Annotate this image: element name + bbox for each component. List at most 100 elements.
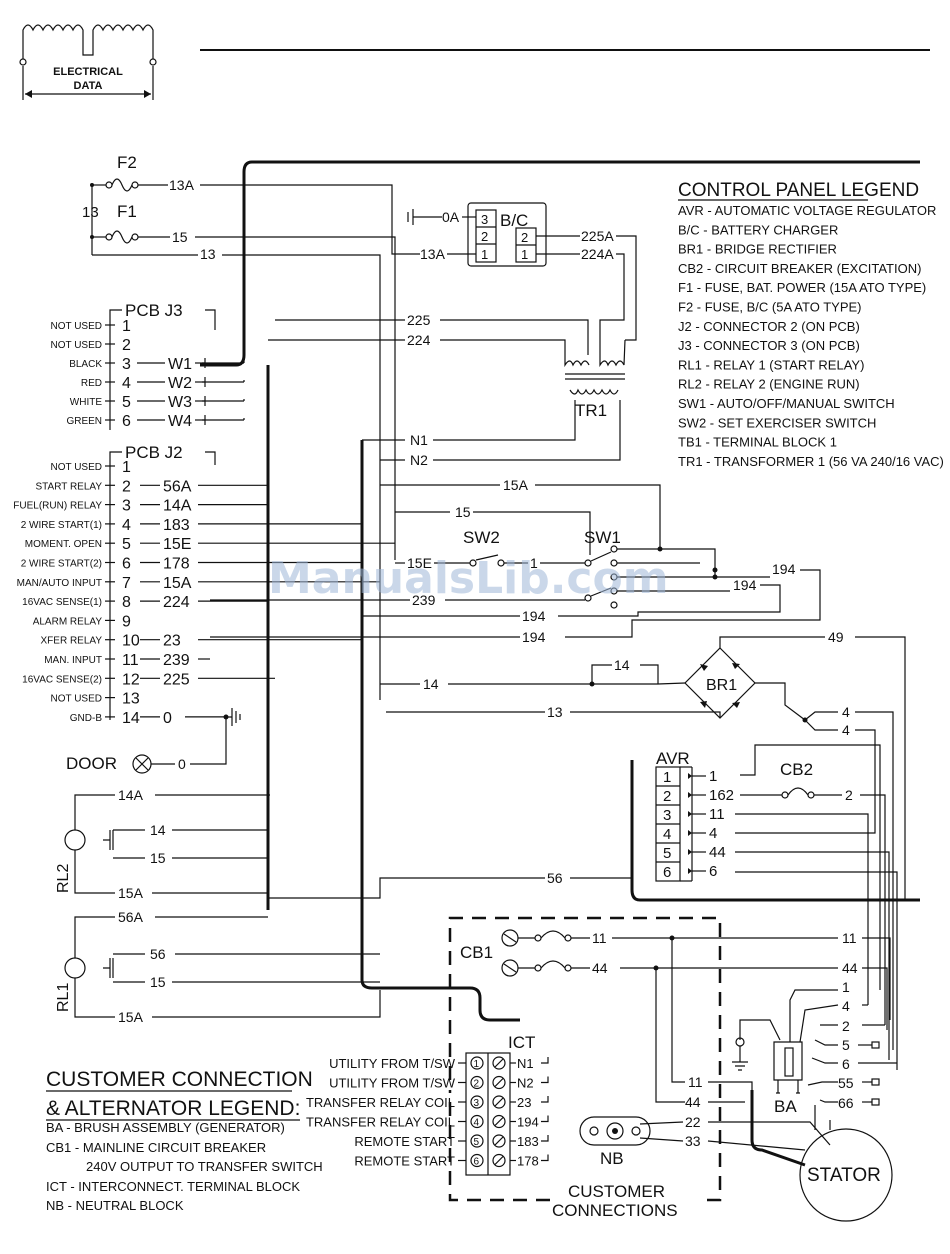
j2-pin-label: XFER RELAY: [41, 636, 103, 647]
avr-pin-number: 5: [663, 845, 671, 862]
wire-56a-rl1: 56A: [118, 909, 144, 925]
j3-wire-label: W1: [168, 356, 192, 373]
wire-15a-rl1: 15A: [118, 1009, 144, 1025]
sw1-label: SW1: [584, 528, 621, 547]
badge-line1: ELECTRICAL: [53, 66, 123, 78]
ict-row-label: UTILITY FROM T/SW: [329, 1076, 456, 1091]
control-legend-item: SW1 - AUTO/OFF/MANUAL SWITCH: [678, 396, 895, 411]
j3-wire-label: W3: [168, 394, 192, 411]
control-legend-item: B/C - BATTERY CHARGER: [678, 222, 838, 237]
wire-49: 49: [828, 629, 844, 645]
wire-2-ba: 2: [842, 1018, 850, 1034]
j2-pin-label: NOT USED: [51, 694, 103, 705]
br1-label: BR1: [706, 677, 737, 694]
ict-wire-label: N1: [517, 1056, 534, 1071]
j2-wire-label: 225: [163, 671, 190, 688]
control-legend-item: RL1 - RELAY 1 (START RELAY): [678, 357, 864, 372]
wire-13a-top: 13A: [169, 177, 195, 193]
control-legend-item: F1 - FUSE, BAT. POWER (15A ATO TYPE): [678, 280, 926, 295]
wire-225: 225: [407, 312, 431, 328]
wire-239-sw: 239: [412, 592, 436, 608]
customer-label-1: CUSTOMER: [568, 1182, 665, 1201]
wire-11-right: 11: [842, 930, 857, 946]
ict-pin-number: 3: [474, 1098, 480, 1109]
wire-55: 55: [838, 1075, 854, 1091]
j2-wire-label: 239: [163, 652, 190, 669]
wire-2-cb2: 2: [845, 787, 853, 803]
j2-pin-label: NOT USED: [51, 462, 103, 473]
wire-224: 224: [407, 332, 431, 348]
customer-legend-item-nb: NB - NEUTRAL BLOCK: [46, 1198, 184, 1213]
ict-wire-label: 194: [517, 1115, 539, 1130]
wire-0-door: 0: [178, 756, 186, 772]
control-legend-item: TR1 - TRANSFORMER 1 (56 VA 240/16 VAC): [678, 454, 944, 469]
fuse-f1-label: F1: [117, 202, 137, 221]
j2-wire-label: 183: [163, 517, 190, 534]
door-label: DOOR: [66, 754, 117, 773]
j2-wire-label: 224: [163, 594, 190, 611]
ict-wire-label: 178: [517, 1154, 539, 1169]
j2-pin-number: 10: [122, 633, 140, 650]
ict-label: ICT: [508, 1033, 535, 1052]
relay-rl2: 14A RL2 15A 14 15 56: [55, 787, 632, 901]
customer-legend-item-cb1-note: 240V OUTPUT TO TRANSFER SWITCH: [86, 1159, 323, 1174]
sw2-label: SW2: [463, 528, 500, 547]
wire-11-cb1: 11: [592, 930, 607, 946]
j2-pin-number: 2: [122, 478, 131, 495]
ict-pin-number: 6: [474, 1157, 480, 1168]
ict-row-label: REMOTE START: [354, 1154, 455, 1169]
relay-rl1: 56A RL1 15A 56 15: [55, 909, 381, 1025]
cb2-label: CB2: [780, 760, 813, 779]
wire-14-br-up: 14: [614, 657, 630, 673]
wire-22: 22: [685, 1114, 701, 1130]
control-legend-item: SW2 - SET EXERCISER SWITCH: [678, 415, 876, 430]
j3-pin-label: GREEN: [66, 416, 102, 427]
wire-15-fuse: 15: [172, 229, 188, 245]
avr-wire-label: 1: [709, 768, 717, 785]
control-legend-item: J3 - CONNECTOR 3 (ON PCB): [678, 338, 860, 353]
wire-194-mid: 194: [522, 608, 546, 624]
wire-15e: 15E: [407, 555, 432, 571]
customer-legend: CUSTOMER CONNECTION & ALTERNATOR LEGEND:…: [46, 1068, 323, 1213]
control-legend-item: AVR - AUTOMATIC VOLTAGE REGULATOR: [678, 203, 936, 218]
wire-14-rl2: 14: [150, 822, 166, 838]
wire-n2: N2: [410, 452, 428, 468]
j2-pin-number: 11: [122, 652, 139, 669]
electrical-data-badge: ELECTRICAL DATA: [19, 24, 157, 100]
control-legend-item: CB2 - CIRCUIT BREAKER (EXCITATION): [678, 261, 921, 276]
bc-label: B/C: [500, 211, 528, 230]
ict-wire-label: N2: [517, 1076, 534, 1091]
ict-cable: [360, 440, 520, 1022]
customer-connection-area: CB1 11 11 44 44 11 44 ICT UTILIT: [306, 916, 891, 1220]
fuse-f2-label: F2: [117, 153, 137, 172]
wire-13-left: 13: [82, 204, 99, 221]
customer-legend-item-cb1: CB1 - MAINLINE CIRCUIT BREAKER: [46, 1140, 266, 1155]
customer-legend-item-ict: ICT - INTERCONNECT. TERMINAL BLOCK: [46, 1179, 300, 1194]
j2-pin-label: 16VAC SENSE(2): [22, 674, 102, 685]
ict-row-label: TRANSFER RELAY COIL: [306, 1115, 455, 1130]
bc-pin1: 1: [481, 247, 488, 262]
avr-wire-label: 4: [709, 825, 717, 842]
wire-n1: N1: [410, 432, 428, 448]
j2-pin-number: 4: [122, 517, 131, 534]
wire-14-br: 14: [423, 676, 439, 692]
stator-label: STATOR: [807, 1165, 881, 1186]
wire-44-right: 44: [842, 960, 858, 976]
avr-wire-label: 44: [709, 844, 726, 861]
j2-wire-label: 23: [163, 633, 181, 650]
wire-4-ba: 4: [842, 998, 850, 1014]
neutral-block: NB 22 33: [579, 1114, 831, 1168]
j2-wire-label: 15E: [163, 536, 191, 553]
j2-pin-number: 12: [122, 671, 140, 688]
wire-5-ba: 5: [842, 1037, 850, 1053]
j2-wire-label: 56A: [163, 478, 192, 495]
wire-15-rl1: 15: [150, 974, 166, 990]
wire-56: 56: [547, 870, 563, 886]
avr-pin-number: 6: [663, 864, 671, 881]
j2-pin-label: ALARM RELAY: [33, 616, 103, 627]
customer-legend-item-ba: BA - BRUSH ASSEMBLY (GENERATOR): [46, 1120, 285, 1135]
wire-4-top: 4: [842, 704, 850, 720]
control-legend-item: BR1 - BRIDGE RECTIFIER: [678, 242, 837, 257]
